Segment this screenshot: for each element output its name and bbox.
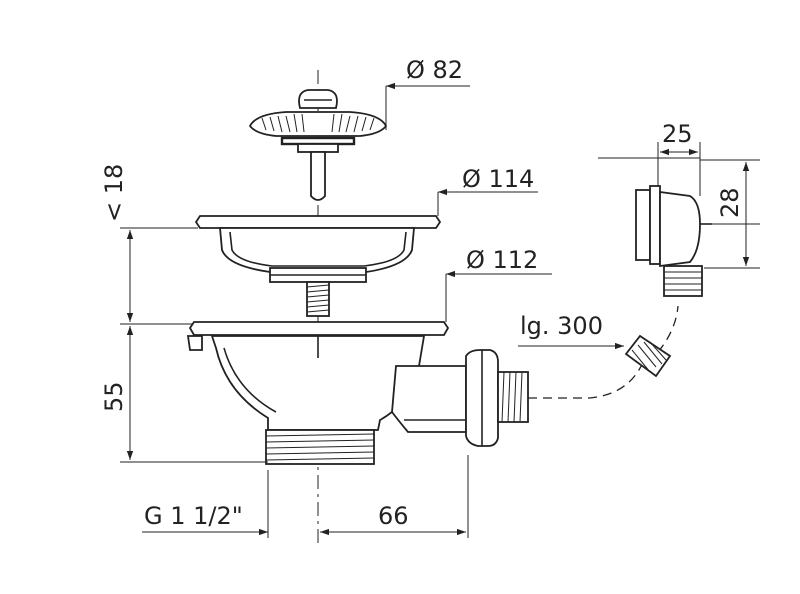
dim-overflow-height: 28 [700,159,760,269]
svg-text:< 18: < 18 [100,164,128,222]
dim-overflow-width: 25 [598,120,701,196]
dim-hose-length: lg. 300 [518,312,624,350]
svg-text:Ø 82: Ø 82 [406,56,463,84]
sink-bowl-insert [194,215,442,317]
svg-text:55: 55 [100,381,128,412]
dim-outlet-offset: 66 [320,455,469,538]
dim-thread-size: G 1 1/2" [142,470,269,538]
svg-text:Ø 112: Ø 112 [466,246,538,274]
overflow-fitting [635,185,712,297]
overflow-hose-dashed [528,359,645,399]
dim-strainer-diameter: Ø 82 [385,56,470,130]
svg-text:25: 25 [662,120,693,148]
dim-sink-hole-diameter: Ø 112 [445,246,552,322]
strainer-basket [248,89,388,201]
svg-text:G 1 1/2": G 1 1/2" [144,502,243,530]
dim-vertical-left: < 18 55 [100,164,268,463]
svg-text:28: 28 [716,187,744,218]
hose-connector [624,334,672,378]
overflow-hose-upper-dashed [657,305,679,353]
drain-body [186,321,529,465]
strainer-perforations [261,113,375,133]
svg-text:66: 66 [378,502,409,530]
svg-text:lg. 300: lg. 300 [520,312,603,340]
dim-flange-diameter: Ø 114 [437,165,538,216]
svg-text:Ø 114: Ø 114 [462,165,534,193]
